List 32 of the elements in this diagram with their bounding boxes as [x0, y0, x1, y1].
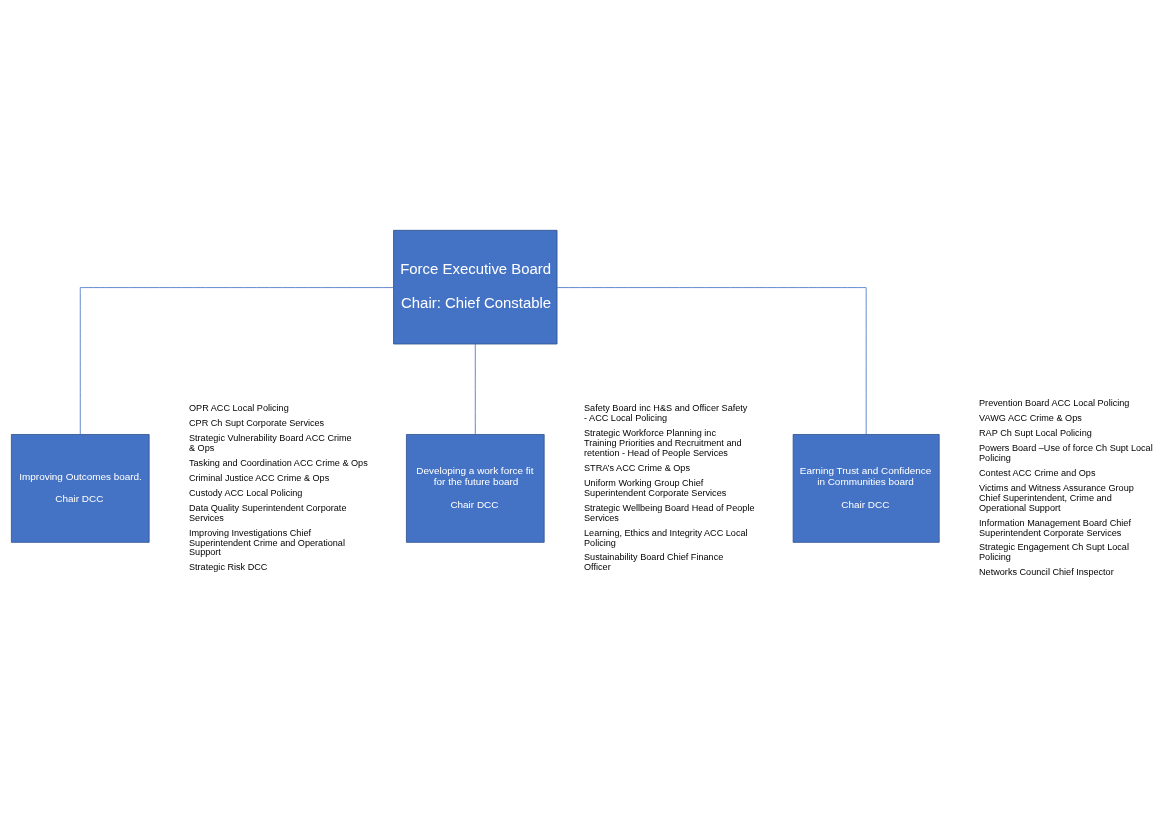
- node-label: VAWG ACC Crime & Ops: [979, 412, 1082, 423]
- node-label: Criminal Justice ACC Crime & Ops: [188, 472, 330, 483]
- node-label: Safety Board inc H&S and Officer Safety - ACC Local Policing: [584, 402, 748, 423]
- node-label: Tasking and Coordination ACC Crime & Ops: [188, 457, 368, 468]
- node-label: Powers Board –Use of force Ch Supt Local Policing: [979, 442, 1153, 463]
- node-label: Custody ACC Local Policing: [188, 487, 303, 498]
- node-label: Victims and Witness Assurance Group Chief Superintendent, Crime and Operational Support: [979, 482, 1134, 513]
- node-label: Strategic Vulnerability Board ACC Crime & Ops: [188, 432, 352, 453]
- node-label: STRA’s ACC Crime & Ops: [584, 462, 690, 473]
- node-label: Uniform Working Group Chief Superintendent Corporate Services: [584, 477, 727, 498]
- node-label: Networks Council Chief Inspector: [979, 566, 1114, 577]
- node-label: Improving Investigations Chief Superintendent Crime and Operational Support: [188, 527, 345, 557]
- node-label: Strategic Wellbeing Board Head of People Services: [584, 502, 755, 523]
- node-label: Learning, Ethics and Integrity ACC Local Policing: [584, 527, 748, 548]
- node-label: Strategic Workforce Planning inc Training Priorities and Recruitment and retention - Head of People Services: [584, 427, 742, 458]
- connector: [79, 286, 394, 435]
- node-label: Sustainability Board Chief Finance Officer: [584, 551, 724, 572]
- node-box: Improving Outcomes board. Chair DCC: [10, 433, 150, 543]
- node-label: RAP Ch Supt Local Policing: [979, 427, 1092, 438]
- node-label: Strategic Risk DCC: [188, 561, 268, 572]
- node-label: Information Management Board Chief Superintendent Corporate Services: [979, 517, 1131, 538]
- connector: [556, 286, 867, 435]
- node-box: Force Executive Board Chair: Chief Constable: [393, 229, 558, 344]
- node-label: Prevention Board ACC Local Policing: [979, 397, 1130, 408]
- connector: [474, 343, 476, 435]
- node-label: OPR ACC Local Policing: [188, 402, 289, 413]
- node-label: Data Quality Superintendent Corporate Services: [188, 502, 347, 523]
- node-label: Contest ACC Crime and Ops: [979, 467, 1096, 478]
- node-box: Developing a work force fit for the future board Chair DCC: [406, 433, 545, 543]
- node-box: Earning Trust and Confidence in Communities board Chair DCC: [792, 433, 940, 543]
- node-label: Strategic Engagement Ch Supt Local Policing: [979, 541, 1129, 562]
- node-label: CPR Ch Supt Corporate Services: [188, 417, 325, 428]
